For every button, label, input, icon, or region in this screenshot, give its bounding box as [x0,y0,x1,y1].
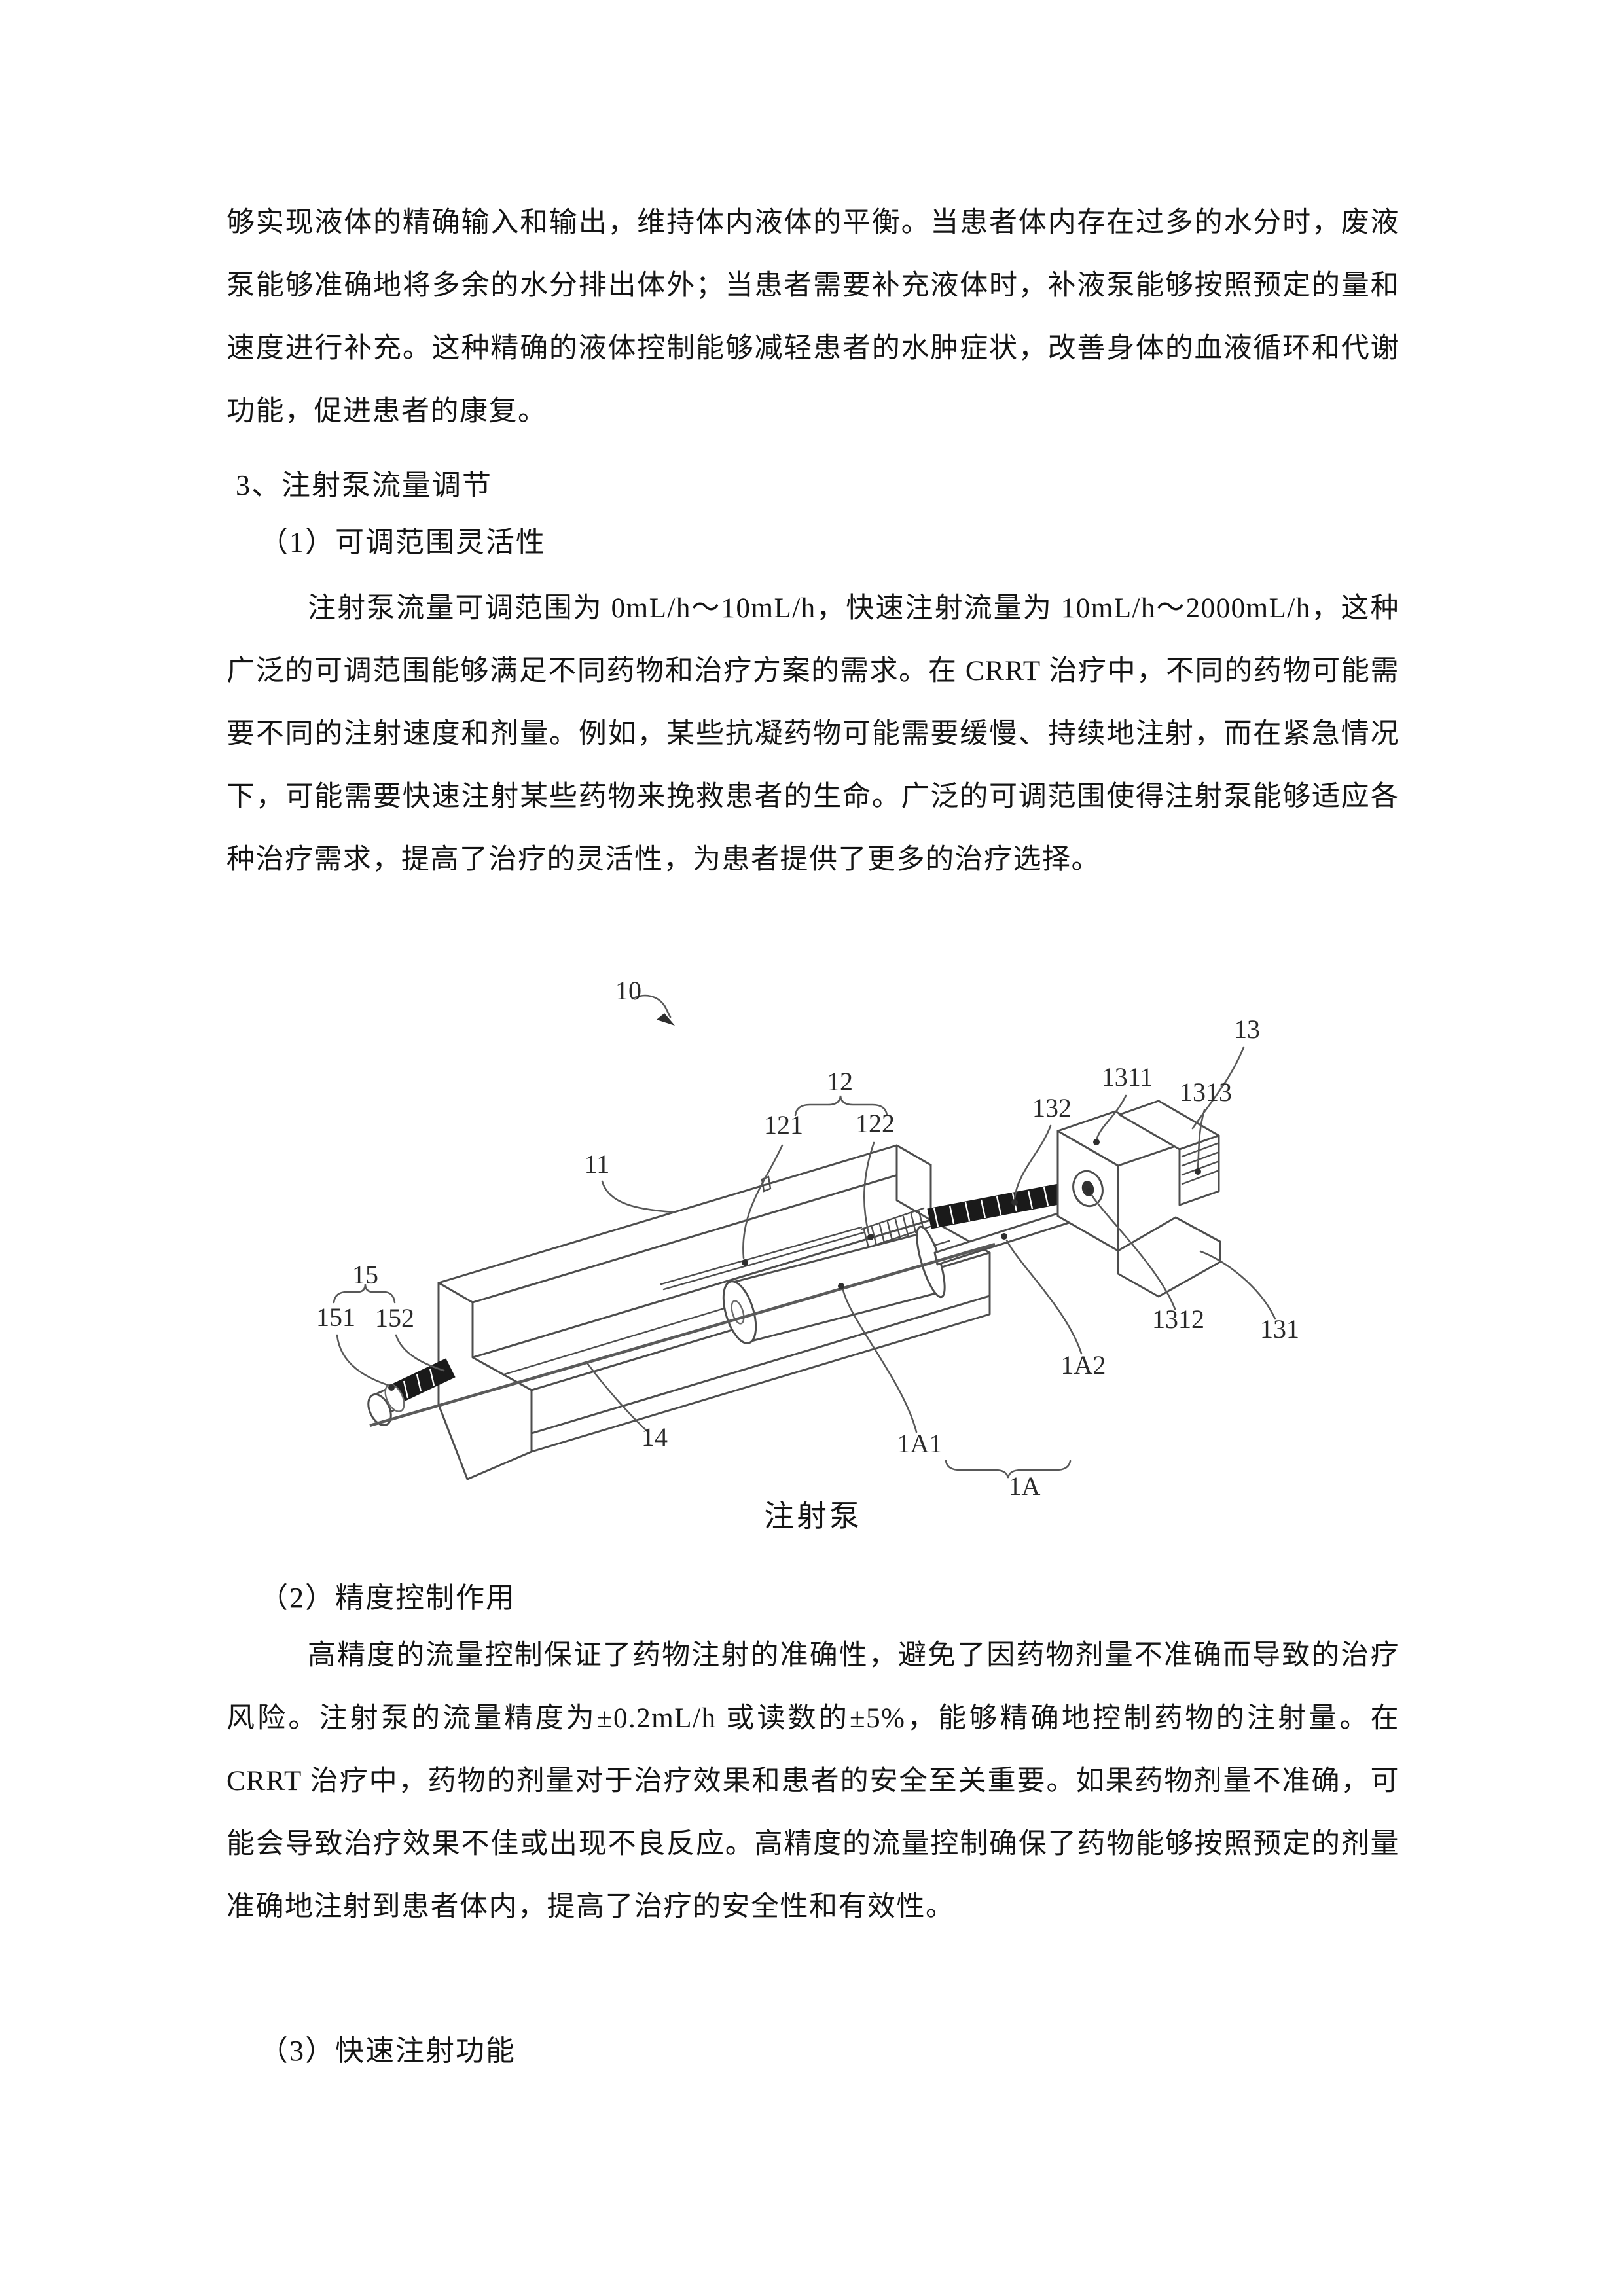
figure-label-15: 15 [352,1260,378,1289]
figure-label-1A2: 1A2 [1061,1350,1106,1380]
figure-label-11: 11 [585,1149,610,1179]
leader-lines [333,994,1276,1479]
figure-label-10: 10 [615,976,641,1005]
paragraph-continuation: 够实现液体的精确输入和输出，维持体内液体的平衡。当患者体内存在过多的水分时，废液… [226,207,1399,427]
push-screw-rod [660,1226,865,1291]
lead-screw [927,1178,1091,1229]
figure-label-14: 14 [641,1422,668,1452]
figure-label-1A: 1A [1009,1471,1041,1501]
figure-label-12: 12 [827,1067,853,1096]
arrowhead-10 [657,1013,675,1026]
figure-label-151: 151 [316,1302,355,1332]
figure-label-1313: 1313 [1180,1077,1232,1107]
subheading-3: （3）快速注射功能 [259,2035,516,2067]
subheading-1: （1）可调范围灵活性 [259,526,546,558]
figure-label-13: 13 [1234,1014,1260,1044]
paragraph-sub1: 注射泵流量可调范围为 0mL/h～10mL/h，快速注射流量为 10mL/h～2… [226,593,1399,875]
figure-label-1312: 1312 [1152,1304,1204,1334]
figure-label-121: 121 [764,1110,803,1139]
guide-rod [369,1242,996,1427]
figure-label-152: 152 [375,1303,414,1333]
mounting-bracket [1117,1216,1221,1298]
figure-label-122: 122 [856,1109,895,1138]
subheading-2: （2）精度控制作用 [259,1582,516,1614]
figure-label-1311: 1311 [1102,1062,1153,1092]
figure-caption: 注射泵 [764,1499,862,1533]
figure-label-1A1: 1A1 [897,1429,943,1458]
drive-block [1056,1100,1221,1298]
figure-label-131: 131 [1260,1314,1299,1344]
figure-labels: 10 11 12 121 122 13 1311 1313 132 15 151… [316,976,1299,1501]
syringe-pump-figure: 10 11 12 121 122 13 1311 1313 132 15 151… [316,976,1299,1501]
paragraph-sub2: 高精度的流量控制保证了药物注射的准确性，避免了因药物剂量不准确而导致的治疗风险。… [226,1640,1399,1922]
figure-label-132: 132 [1032,1093,1072,1122]
section-heading-3: 3、注射泵流量调节 [236,469,492,501]
syringe-barrel [722,1225,946,1344]
